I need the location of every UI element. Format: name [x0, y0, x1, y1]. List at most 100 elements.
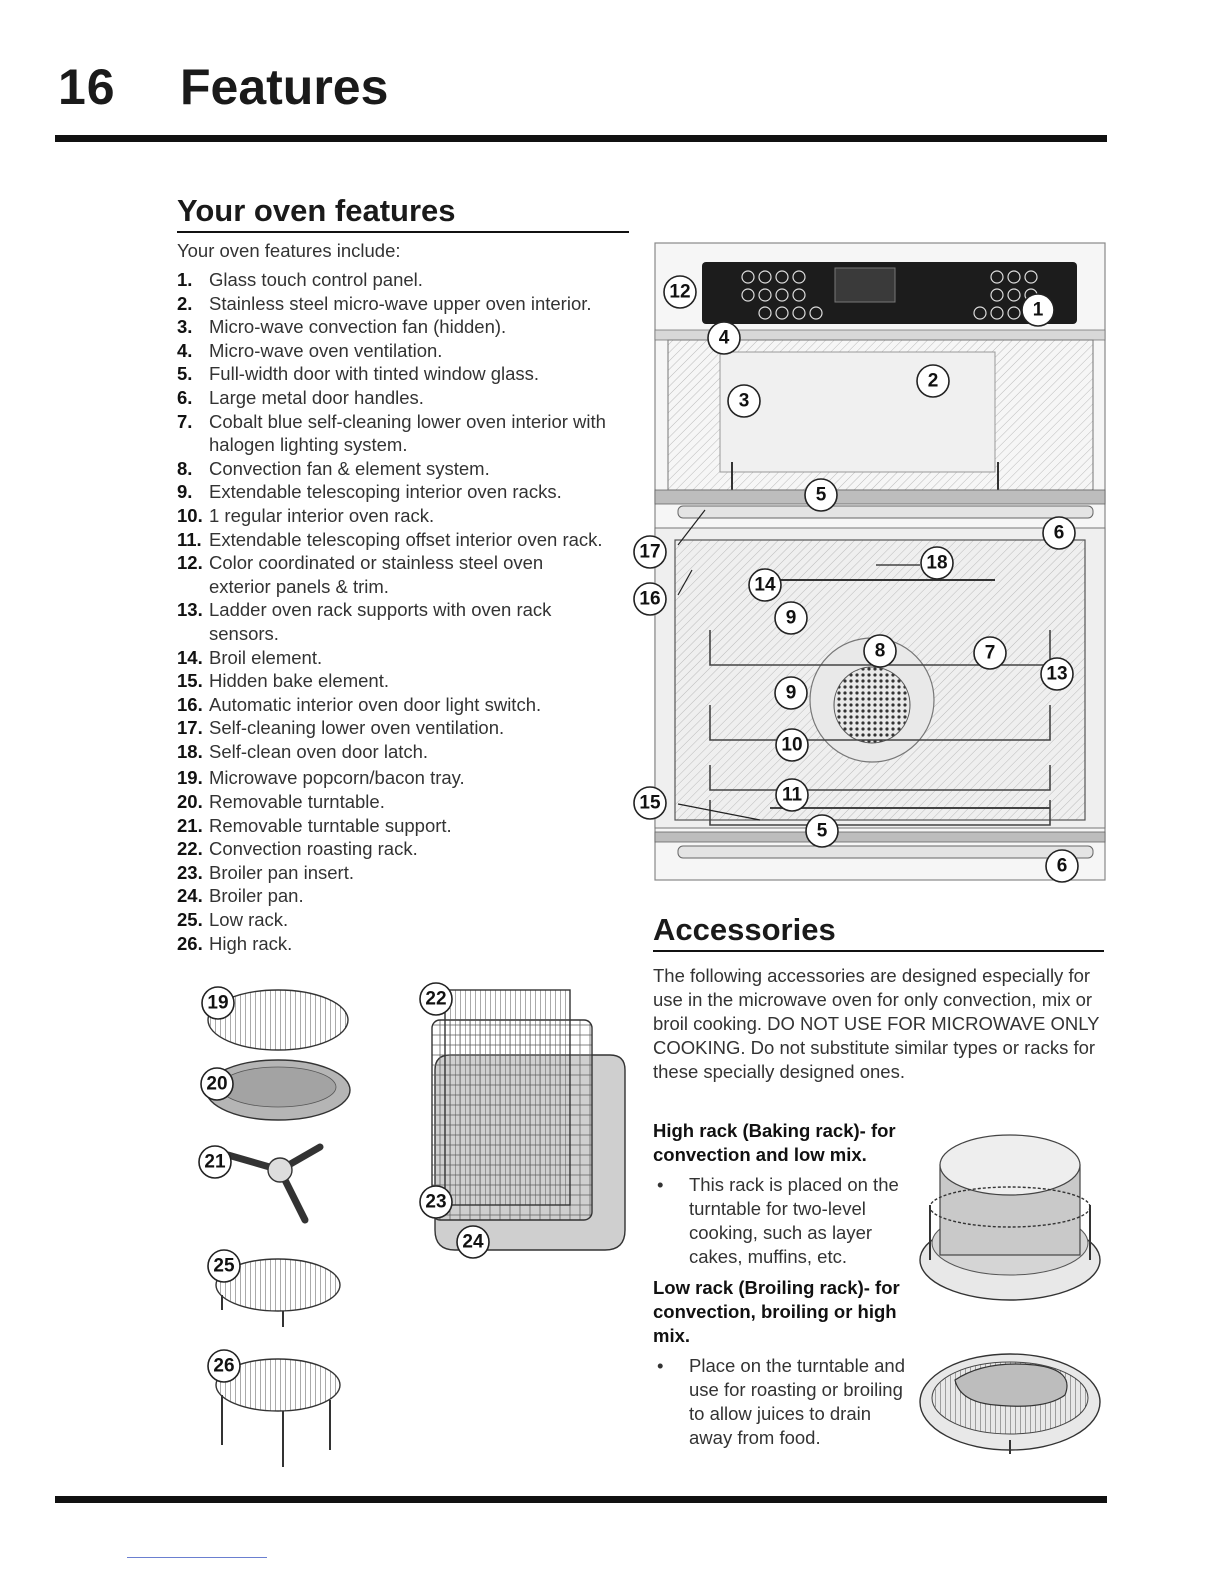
page-number: 16 [58, 58, 116, 116]
convection-roasting-rack [445, 990, 570, 1205]
turntable-support [228, 1147, 320, 1220]
callout-4: 4 [708, 322, 740, 354]
feature-item: 25.Low rack. [177, 908, 637, 932]
callout-10: 10 [776, 729, 808, 761]
feature-item: 4.Micro-wave oven ventilation. [177, 339, 637, 363]
svg-text:16: 16 [639, 589, 660, 610]
feature-item: 10.1 regular interior oven rack. [177, 504, 637, 528]
feature-item: 14.Broil element. [177, 646, 637, 670]
svg-text:23: 23 [425, 1192, 446, 1213]
oven-diagram: 12 1 4 2 3 5 6 17 18 16 14 9 8 7 13 9 10… [620, 240, 1110, 890]
svg-text:22: 22 [425, 989, 446, 1010]
feature-item: 5.Full-width door with tinted window gla… [177, 362, 637, 386]
callout-24: 24 [457, 1226, 489, 1258]
svg-text:5: 5 [817, 821, 828, 842]
high-rack-illustration [915, 1125, 1105, 1310]
feature-item: 24.Broiler pan. [177, 884, 637, 908]
svg-text:6: 6 [1054, 523, 1065, 544]
feature-item: 1.Glass touch control panel. [177, 268, 637, 292]
feature-item: 26.High rack. [177, 932, 637, 956]
feature-item: 21.Removable turntable support. [177, 814, 637, 838]
callout-9: 9 [775, 602, 807, 634]
svg-text:20: 20 [206, 1074, 227, 1095]
accessories-figure: 19 20 21 25 26 22 23 24 [180, 975, 630, 1485]
callout-12: 12 [664, 276, 696, 308]
feature-item: 16.Automatic interior oven door light sw… [177, 693, 637, 717]
svg-text:26: 26 [213, 1356, 234, 1377]
callout-2: 2 [917, 365, 949, 397]
svg-text:14: 14 [754, 575, 776, 596]
svg-text:9: 9 [786, 608, 797, 629]
page-title: Features [180, 58, 388, 116]
callout-16: 16 [634, 583, 666, 615]
callout-26: 26 [208, 1350, 240, 1382]
callout-18: 18 [921, 547, 953, 579]
footer-rule [55, 1496, 1107, 1503]
high-rack-bullet: •This rack is placed on the turntable fo… [653, 1173, 918, 1269]
callout-8: 8 [864, 635, 896, 667]
callout-1: 1 [1022, 294, 1054, 326]
svg-text:6: 6 [1057, 856, 1068, 877]
high-rack-section: High rack (Baking rack)- for convection … [653, 1119, 918, 1269]
high-rack-heading: High rack (Baking rack)- for convection … [653, 1119, 918, 1167]
svg-text:13: 13 [1046, 664, 1067, 685]
low-rack-heading: Low rack (Broiling rack)- for convection… [653, 1276, 918, 1348]
svg-text:9: 9 [786, 683, 797, 704]
svg-text:7: 7 [985, 643, 996, 664]
callout-17: 17 [634, 536, 666, 568]
feature-item: 18.Self-clean oven door latch. [177, 740, 637, 764]
svg-text:12: 12 [669, 282, 690, 303]
upper-door-handle [678, 506, 1093, 518]
header-rule [55, 135, 1107, 142]
callout-3: 3 [728, 385, 760, 417]
feature-item: 17.Self-cleaning lower oven ventilation. [177, 716, 637, 740]
svg-text:21: 21 [204, 1152, 226, 1173]
callout-7: 7 [974, 637, 1006, 669]
svg-text:11: 11 [782, 785, 803, 806]
svg-text:18: 18 [926, 553, 947, 574]
callout-11: 11 [776, 779, 808, 811]
callout-25: 25 [208, 1250, 240, 1282]
callout-5: 5 [805, 479, 837, 511]
callout-13: 13 [1041, 658, 1073, 690]
footer-underline [127, 1557, 267, 1558]
svg-text:25: 25 [213, 1256, 235, 1277]
callout-6: 6 [1043, 517, 1075, 549]
feature-item: 2.Stainless steel micro-wave upper oven … [177, 292, 637, 316]
svg-text:10: 10 [781, 735, 802, 756]
feature-item: 20.Removable turntable. [177, 790, 637, 814]
svg-text:2: 2 [928, 371, 939, 392]
callout-15: 15 [634, 787, 666, 819]
feature-item: 15.Hidden bake element. [177, 669, 637, 693]
callout-22: 22 [420, 983, 452, 1015]
oven-features-intro: Your oven features include: [177, 240, 401, 262]
accessories-heading: Accessories [653, 912, 836, 948]
convection-fan [834, 667, 910, 743]
svg-text:15: 15 [639, 793, 661, 814]
callout-14: 14 [749, 569, 781, 601]
feature-item: 9.Extendable telescoping interior oven r… [177, 480, 637, 504]
svg-text:19: 19 [207, 993, 228, 1014]
callout-5: 5 [806, 815, 838, 847]
feature-item: 6.Large metal door handles. [177, 386, 637, 410]
svg-text:1: 1 [1033, 300, 1044, 321]
oven-features-heading: Your oven features [177, 193, 456, 229]
low-rack-section: Low rack (Broiling rack)- for convection… [653, 1276, 918, 1450]
svg-text:4: 4 [719, 328, 730, 349]
low-rack-bullet: •Place on the turntable and use for roas… [653, 1354, 918, 1450]
accessories-description: The following accessories are designed e… [653, 964, 1101, 1084]
svg-text:5: 5 [816, 485, 827, 506]
feature-item: 3.Micro-wave convection fan (hidden). [177, 315, 637, 339]
svg-text:8: 8 [875, 641, 886, 662]
accessories-heading-rule [653, 950, 1104, 952]
feature-item: 12.Color coordinated or stainless steel … [177, 551, 589, 598]
callout-9: 9 [775, 677, 807, 709]
feature-item: 13.Ladder oven rack supports with oven r… [177, 598, 599, 645]
callout-19: 19 [202, 987, 234, 1019]
callout-6: 6 [1046, 850, 1078, 882]
feature-item: 11.Extendable telescoping offset interio… [177, 528, 637, 552]
svg-text:24: 24 [462, 1232, 484, 1253]
callout-20: 20 [201, 1068, 233, 1100]
lower-door-handle [678, 846, 1093, 858]
oven-features-heading-rule [177, 231, 629, 233]
